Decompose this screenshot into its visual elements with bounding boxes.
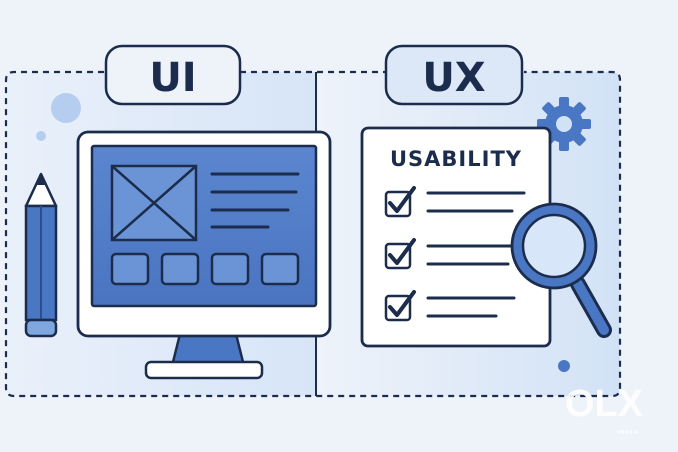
- watermark-text: OLX: [565, 383, 644, 425]
- ux-label-pill: UX: [384, 44, 524, 106]
- usability-card-title: USABILITY: [390, 147, 522, 171]
- watermark-subtext: INDIA: [617, 430, 638, 436]
- dashed-border: [4, 70, 622, 398]
- checkbox-icon: [384, 190, 412, 218]
- decor-dot-ux: [558, 360, 570, 372]
- ui-label: UI: [149, 55, 196, 101]
- checklist-item: [384, 186, 526, 218]
- checklist-item: [384, 290, 516, 322]
- checkbox-icon: [384, 294, 412, 322]
- checklist-item: [384, 238, 518, 270]
- pencil-icon: [24, 172, 58, 338]
- monitor-icon: [76, 130, 332, 380]
- ui-label-pill: UI: [104, 44, 242, 106]
- ui-tile: [160, 252, 200, 286]
- ui-tile: [260, 252, 300, 286]
- ui-tile: [110, 252, 150, 286]
- gear-icon: [537, 97, 591, 151]
- decor-dot-small: [36, 131, 46, 141]
- decor-dot-large: [51, 93, 81, 123]
- ux-label: UX: [422, 55, 485, 101]
- watermark-logo: OLX INDIA: [565, 383, 644, 436]
- ui-tile: [210, 252, 250, 286]
- image-placeholder-icon: [110, 164, 198, 242]
- checkbox-icon: [384, 242, 412, 270]
- magnifier-icon: [510, 202, 612, 338]
